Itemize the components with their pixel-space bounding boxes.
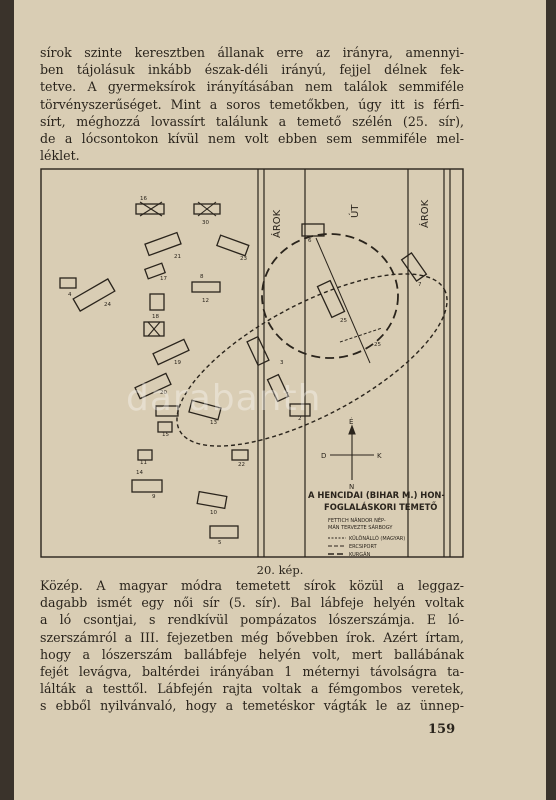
compass-north: É [349,417,353,426]
grave [143,262,167,280]
cross-markers [139,201,217,337]
grave-number: 30 [202,220,209,226]
grave-number: 24 [104,302,111,308]
grave-number: 5 [218,540,222,546]
text-line: szerszámról a III. fejezetben még bővebb… [40,629,464,645]
arok-left-label: ÁROK [270,209,283,238]
kurgan-circle [261,233,399,359]
text-line: dagabb ismét egy női sír (5. sír). Bal l… [40,595,464,611]
grave-number: 15 [162,432,169,438]
text-line: lálták a testtől. Lábfején rajta voltak … [40,681,464,697]
grave [193,203,221,215]
grave [301,223,325,237]
grave-number: 20 [160,390,167,396]
bottom-paragraph: Közép. A magyar módra temetett sírok köz… [40,577,464,715]
grave [135,203,165,215]
grave-number: 14 [136,470,143,476]
grave-number: 18 [152,314,159,320]
grave-number: 13 [210,420,217,426]
grave-number: 6 [308,238,312,244]
grave-number: 7 [418,282,422,288]
grave-number: 23 [240,256,247,262]
text-line: hogy a lószerszám ballábfeje helyén volt… [40,646,464,662]
grave [72,278,116,312]
grave-number: 1 [286,392,290,398]
grave [316,279,346,319]
compass-south: N [349,483,354,491]
text-line: tetve. A gyermeksírok irányításában nem … [40,79,464,95]
top-paragraph: sírok szinte keresztben állanak erre az … [40,44,464,164]
grave-group-ellipse [176,273,448,447]
text-line: sírok szinte keresztben állanak erre az … [40,45,464,60]
legend-label-3: KURGÁN [349,551,371,558]
map-title-line1: A HENCIDAI (BIHAR M.) HON- [308,490,445,500]
grave [59,277,77,289]
text-line: fejét levágva, baltérdei irányában 1 mét… [40,664,464,680]
grave-number: 3 [280,360,284,366]
grave-number: 17 [160,276,167,282]
grave [149,293,165,311]
grave [289,403,311,417]
text-line: sírt, méghozzá lovassírt találunk a teme… [40,113,464,129]
grave-number: 25 [374,342,381,348]
grave-number: 19 [174,360,181,366]
graves [59,203,428,539]
grave-number: 21 [174,254,181,260]
grave-number: 11 [140,460,147,466]
cemetery-map: ÁROK ÚT ÁROK [40,168,464,558]
cemetery-map-figure: ÁROK ÚT ÁROK [40,168,464,558]
grave-number: 12 [202,298,209,304]
grave-number: 2 [298,416,302,422]
grave-number: 4 [68,292,72,298]
grave-number: 16 [140,196,147,202]
grave-number: 22 [238,462,245,468]
grave-number: 9 [152,494,156,500]
grave [191,281,221,293]
grave-number-labels: 16 30 21 23 24 17 12 18 19 20 13 15 11 2… [68,196,422,546]
grave [134,372,172,400]
map-subtitle-1: FETTICH NÁNDOR NÉP- [328,516,386,524]
compass-east: K [377,452,382,460]
grave [400,252,428,282]
grave-number: 8 [200,274,204,280]
compass [330,424,374,480]
text-line: ben tájolásuk inkább észak-déli irányú, … [40,62,464,78]
book-page: sírok szinte keresztben állanak erre az … [14,0,546,800]
legend-label-2: ERCSIPORT [349,544,378,550]
grave [143,321,165,337]
page-number: 159 [428,722,456,737]
kurgan-axis [315,237,371,364]
grave-number: 10 [210,510,217,516]
compass-west: D [321,452,326,460]
grave-number: 25 [340,318,347,324]
map-frame [40,168,464,558]
grave [137,449,153,461]
grave [155,405,179,417]
grave [152,338,190,366]
grave [266,373,290,403]
arok-right-label: ÁROK [418,199,431,228]
map-subtitle-2: MÁN TERVEZTE SÁRBOGY [328,524,393,531]
kurgan-axis [339,327,383,343]
figure-caption: 20. kép. [256,563,304,577]
grave [188,399,222,421]
grave [216,234,250,257]
grave [246,335,270,367]
grave [144,231,182,257]
text-line: Közép. A magyar módra temetett sírok köz… [40,578,464,593]
text-line: léklet. [40,148,80,164]
text-line: de a lócsontokon kívül nem volt ebben se… [40,131,464,147]
text-line: a ló csontjai, s rendkívül pompázatos ló… [40,612,464,628]
grave [231,449,249,461]
grave [196,490,228,510]
text-line: törvényszerűséget. Mint a soros temetőkb… [40,96,464,112]
watermark: darabanth [126,378,322,419]
grave [209,525,239,539]
grave [131,479,163,493]
map-title-line2: FOGLALÁSKORI TEMETŐ [324,501,437,512]
legend-label-1: KÜLÖNÁLLÓ (MAGYAR) [349,535,405,542]
text-line: s ebből nyilvánvaló, hogy a temetéskor v… [40,698,464,714]
grave [157,421,173,433]
road-label: ÚT [348,204,361,218]
